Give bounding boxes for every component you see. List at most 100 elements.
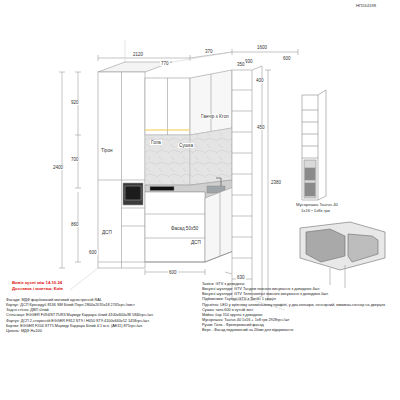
dimension-label: 400 [255,78,265,83]
dimension-label: 860 [70,222,80,227]
waste-column-sketch [302,146,318,147]
open-shelf-column [232,90,252,279]
spec-line: Ручки: Гола - Фрезерований фасад [202,323,396,327]
tall-cabinets [98,72,145,268]
tall-cabinets [98,180,145,181]
dimension-label: 2400 [52,165,64,170]
open-shelf-column [232,90,252,91]
waste-column-sketch [304,160,316,198]
countertop [216,178,221,186]
spec-line: Завіси: GTV з доводкою [202,282,396,286]
part-label: ДСП [101,230,113,235]
open-shelf-column [232,111,252,112]
base-cabinets [145,186,236,262]
waste-column-sketch [302,90,326,200]
part-label: Тірон [100,148,113,153]
spec-line: Корпус: ДСП Кронодуб 8136 SM Білий Перл … [6,303,194,307]
tall-cabinets [123,183,143,205]
wall-cabinets [145,70,232,135]
wall-cabinets [211,74,212,132]
room-outline [70,40,285,310]
dimension-label: 450 [256,125,266,130]
open-shelf-column [232,195,252,196]
open-shelf-column [232,66,262,300]
spec-line: Мусорешка: Taurus 40 1х16 + 1х8 гри 2928… [202,318,396,322]
base-cabinets [145,250,236,262]
base-cabinets [205,186,236,262]
dimension-label: 370 [204,49,214,54]
dimension-label: 600 [88,250,98,255]
dimension-label: 2380 [270,180,282,185]
spec-line: Сушка: гола 600 в кутній зоні [202,308,396,312]
part-label: Сушка [178,143,194,148]
waste-bin-photo [306,229,345,262]
spec-line: Стільниця: EGGER F094/ST75/R3 Мармур Кар… [6,313,194,317]
base-cabinets [220,192,221,256]
open-shelf-column [232,216,252,217]
note-label: Мусорешка Taurus 40 [296,203,338,208]
note-label: НП244198 [356,4,376,9]
base-cabinets [145,238,205,239]
waste-bin-photo [330,265,345,288]
waste-column-sketch [302,110,318,111]
open-shelf-column [232,174,252,175]
countertop [150,187,174,191]
spec-line: Верх - Фасад подовжений на 20мм для відк… [202,328,396,332]
waste-column-sketch [302,158,318,159]
spec-line: Підсвітка: LED у врізному алюмінієвому п… [202,303,396,307]
dimension-label: 2120 [132,52,144,57]
open-shelf-column [232,237,252,238]
dimension-label: 630 [236,275,246,280]
waste-column-sketch [305,168,315,180]
open-shelf-column [232,132,252,133]
dimension-label: 770 [160,61,170,66]
wall-cabinets [145,78,190,135]
open-shelf-column [232,66,262,300]
spec-line: Мийка: бар 150 кругла з доводкою [202,313,396,317]
part-label: Гола [150,140,162,145]
tall-cabinets [122,208,146,209]
wall-cabinets [190,70,232,135]
waste-column-sketch [302,134,318,135]
spec-line: Фасади: МДФ фарбований матовий однострон… [6,298,194,302]
waste-bin-photo [348,234,378,262]
spec-line: Підйомники: Гаутері GTV з Тіп-он 1 секці… [202,297,396,301]
dimension-label: 350 [236,62,246,67]
note-label: Доставка і монтаж: Київ [12,287,63,292]
dimension-label: 1600 [256,45,268,50]
note-label: 1х16 • 1х8з гри [301,209,330,214]
base-cabinets [145,214,205,215]
tall-cabinets [122,226,146,227]
base-cabinets [145,192,205,262]
waste-column-sketch [302,90,326,200]
dimension-label: 600 [168,270,178,275]
tall-cabinets [121,72,122,268]
dimension-lines [59,49,298,300]
tall-cabinets [98,62,172,72]
note-label: Вивіз кухні між 14.10.24 [12,281,62,286]
dimension-label: 700 [70,157,80,162]
spec-line: Висувні шухляди: GTV Телескопічні повног… [202,292,396,296]
dimension-label: 920 [70,100,80,105]
waste-bin-photo [300,222,385,270]
backsplash [145,128,232,185]
part-label: Фасад 50х50 [170,226,199,231]
tall-cabinets [98,262,145,263]
room-outline [70,40,285,310]
spec-line: Цоколь: МДФ Н=100 [6,329,194,333]
dimension-lines [190,49,232,58]
backsplash [190,128,232,185]
spec-line: Фартух: ДСП 2-сторонній EGGER F812 ST9 /… [6,319,194,323]
open-shelf-column [252,70,253,300]
part-label: Ганчір з Ктоп [200,114,230,119]
wall-cabinets [145,130,190,131]
spec-line: Задня стінка: ДВП білий [6,308,194,312]
wall-cabinets [167,78,168,135]
part-label: ДСП [190,240,202,245]
waste-column-sketch [302,122,318,123]
tall-cabinets [125,186,141,200]
spec-line: Висувні шухляди: GTV Тандем повного вису… [202,287,396,291]
open-shelf-column [232,258,252,259]
